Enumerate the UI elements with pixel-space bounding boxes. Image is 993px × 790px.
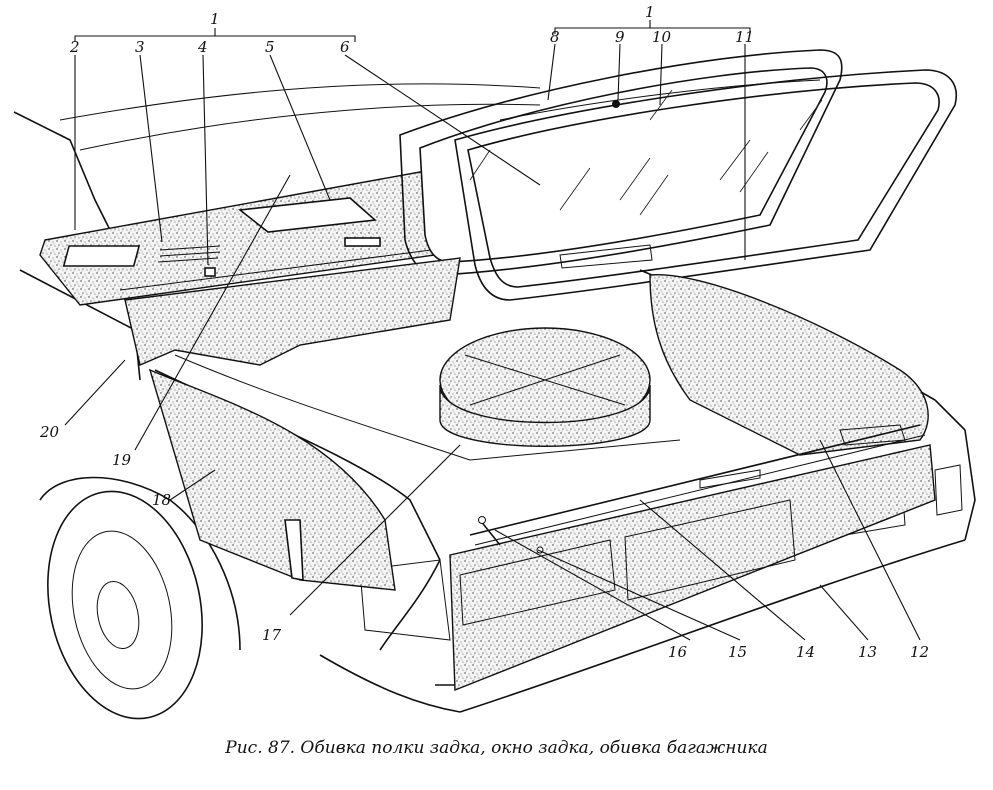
callout-10: 10 xyxy=(652,28,672,46)
trunk-interior xyxy=(124,257,936,692)
callout-13: 13 xyxy=(858,643,877,661)
callout-16: 16 xyxy=(668,643,688,661)
callout-1-right: 1 xyxy=(645,3,655,21)
callout-14: 14 xyxy=(796,643,815,661)
callout-leaders xyxy=(64,20,921,641)
callout-12: 12 xyxy=(910,643,929,661)
callout-3: 3 xyxy=(135,38,145,56)
callout-5: 5 xyxy=(265,38,275,56)
callout-15: 15 xyxy=(728,643,747,661)
callout-6: 6 xyxy=(340,38,350,56)
callout-18: 18 xyxy=(152,491,171,509)
callout-11: 11 xyxy=(735,28,754,46)
callout-labels: 1 1 2 3 4 5 6 8 9 10 11 20 19 18 17 16 1… xyxy=(39,3,929,661)
callout-8: 8 xyxy=(550,28,560,46)
callout-2: 2 xyxy=(69,38,80,56)
callout-20: 20 xyxy=(39,423,60,441)
trunk-trim-diagram: 1 1 2 3 4 5 6 8 9 10 11 20 19 18 17 16 1… xyxy=(13,3,976,720)
rear-window xyxy=(399,49,957,301)
figure-caption: Рис. 87. Обивка полки задка, окно задка,… xyxy=(225,738,768,758)
callout-4: 4 xyxy=(197,38,208,56)
callout-19: 19 xyxy=(112,451,132,469)
callout-17: 17 xyxy=(262,626,282,644)
callout-9: 9 xyxy=(615,28,625,46)
callout-1-left: 1 xyxy=(210,10,220,28)
